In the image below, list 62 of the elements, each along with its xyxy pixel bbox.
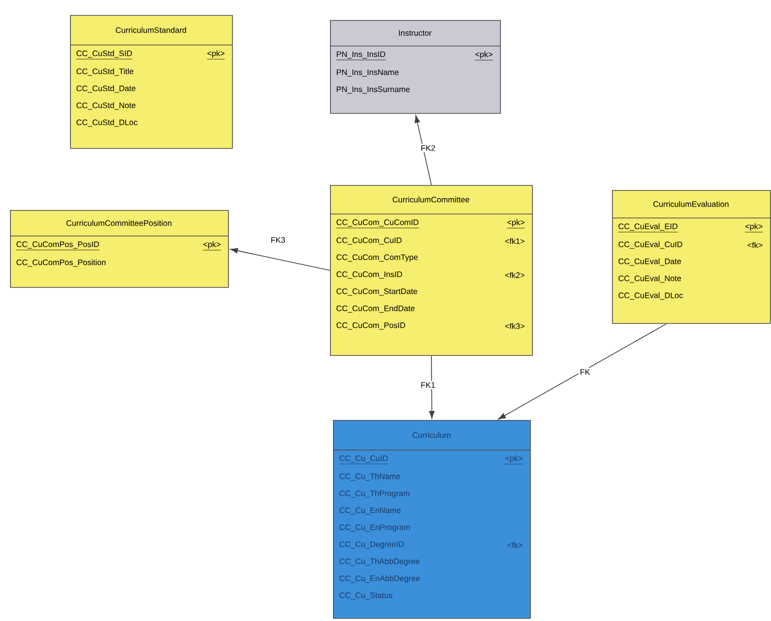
- column-name: CC_Cu_EnName: [340, 507, 401, 515]
- entity-table: [612, 190, 771, 324]
- column-name: CC_Cu_ThProgram: [340, 490, 410, 498]
- table-title: CurriculumStandard: [116, 27, 186, 33]
- key-tag: <fk3>: [505, 323, 524, 329]
- edge-label: FK: [578, 368, 592, 376]
- column-name: CC_CuCom_CuComID: [336, 219, 420, 228]
- entity-table: [10, 210, 229, 288]
- edge-label: FK3: [269, 236, 287, 244]
- column-name: CC_CuCom_ComType: [336, 254, 418, 262]
- column-name: CC_CuStd_SID: [76, 50, 132, 60]
- column-name: CC_Cu_EnAbbDegree: [340, 575, 420, 583]
- column-name: CC_CuEval_Note: [618, 275, 681, 283]
- key-tag: <pk>: [202, 241, 221, 250]
- column-name: CC_CuComPos_PosID: [16, 241, 100, 250]
- table-title: Curriculum: [412, 432, 450, 438]
- arrow: [230, 248, 330, 271]
- column-name: CC_Cu_EnProgram: [340, 524, 410, 532]
- column-name: CC_CuCom_EndDate: [336, 305, 415, 313]
- key-tag: <fk>: [748, 242, 762, 248]
- edge-label: FK1: [419, 380, 437, 390]
- column-name: CC_CuStd_DLoc: [76, 119, 138, 127]
- key-tag: <pk>: [504, 455, 523, 464]
- column-name: CC_CuStd_Note: [76, 102, 136, 110]
- column-name: CC_Cu_DegreeID: [340, 541, 404, 549]
- column-name: PN_Ins_InsID: [336, 51, 386, 60]
- key-tag: <fk2>: [505, 272, 524, 278]
- column-name: CC_CuEval_CuID: [618, 241, 682, 249]
- column-name: CC_CuEval_EID: [618, 223, 678, 232]
- entity-table: [330, 20, 501, 114]
- column-name: PN_Ins_InsSurname: [336, 86, 410, 94]
- column-name: CC_CuStd_Date: [76, 85, 136, 93]
- key-tag: <pk>: [744, 223, 763, 232]
- table-title: CurriculumCommittee: [392, 196, 470, 202]
- key-tag: <fk>: [508, 542, 522, 548]
- arrow: [429, 355, 435, 419]
- arrow: [414, 115, 432, 186]
- table-title: Instructor: [399, 30, 432, 36]
- column-name: CC_CuEval_DLoc: [618, 292, 683, 300]
- column-name: CC_CuCom_CuID: [336, 237, 402, 245]
- arrow: [498, 323, 667, 420]
- key-tag: <pk>: [206, 50, 225, 60]
- column-name: PN_Ins_InsName: [336, 69, 399, 77]
- column-name: CC_CuEval_Date: [618, 258, 681, 266]
- column-name: CC_Cu_CuID: [339, 455, 388, 464]
- key-tag: <fk1>: [505, 238, 524, 244]
- entity-table: [330, 185, 533, 356]
- column-name: CC_CuCom_StartDate: [336, 288, 418, 296]
- column-name: CC_Cu_ThAbbDegree: [340, 558, 420, 566]
- column-name: CC_CuStd_Title: [76, 68, 134, 76]
- key-tag: <pk>: [506, 219, 525, 228]
- column-name: CC_CuCom_InsID: [336, 271, 402, 279]
- entity-table: [332, 420, 531, 619]
- column-name: CC_CuComPos_Position: [16, 259, 106, 267]
- column-name: CC_CuCom_PosID: [336, 322, 406, 330]
- column-name: CC_Cu_ThName: [340, 473, 400, 481]
- table-title: CurriculumEvaluation: [653, 201, 728, 207]
- column-name: CC_Cu_Status: [340, 592, 392, 600]
- edge-label: FK2: [419, 144, 437, 152]
- entity-table: [70, 15, 233, 149]
- key-tag: <pk>: [474, 51, 493, 60]
- table-title: CurriculumCommitteePosition: [66, 220, 172, 226]
